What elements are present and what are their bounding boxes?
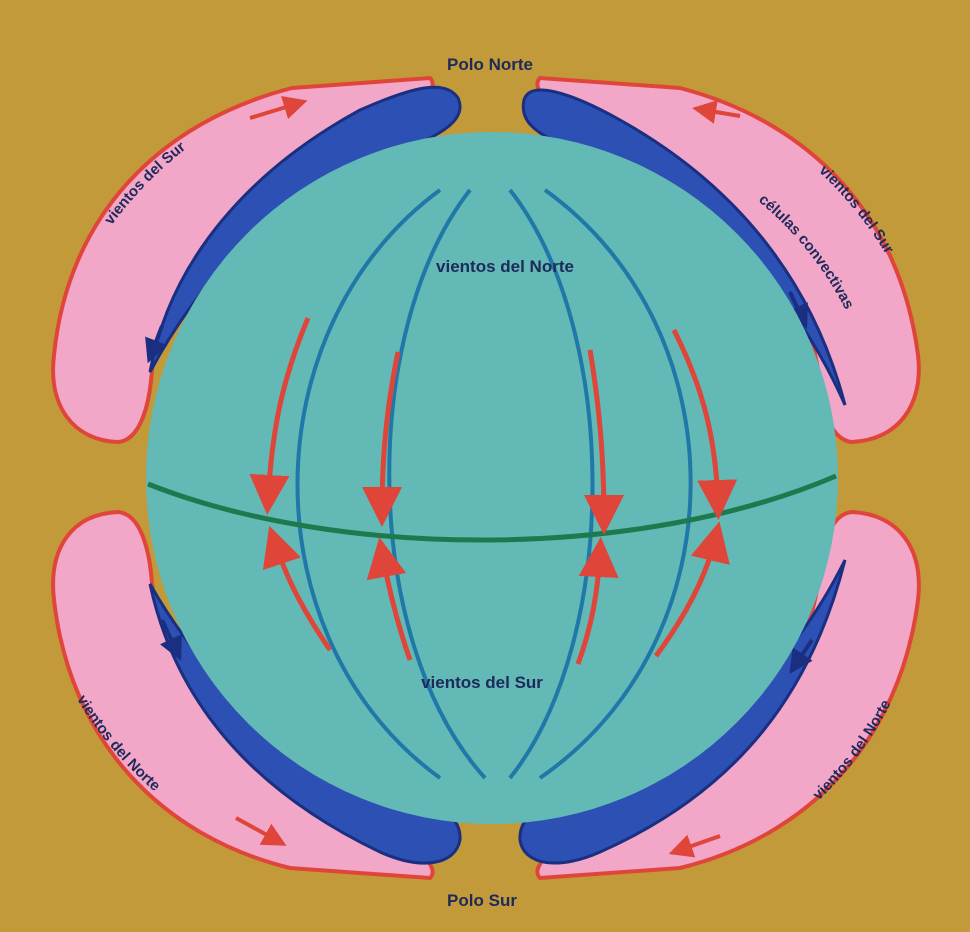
north-winds-center-label: vientos del Norte xyxy=(436,257,574,276)
globe xyxy=(146,132,838,824)
globe-sphere xyxy=(146,132,838,824)
south-pole-label: Polo Sur xyxy=(447,891,517,910)
south-winds-center-label: vientos del Sur xyxy=(421,673,543,692)
north-pole-label: Polo Norte xyxy=(447,55,533,74)
